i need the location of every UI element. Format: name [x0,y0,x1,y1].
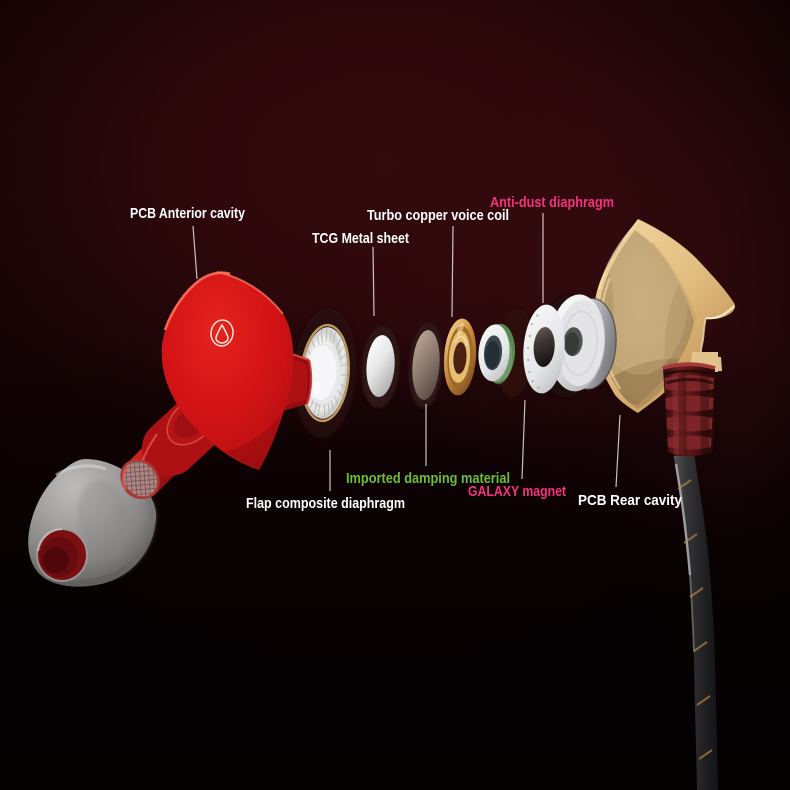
svg-text:Imported damping material: Imported damping material [346,470,510,487]
svg-text:Flap composite diaphragm: Flap composite diaphragm [246,495,405,512]
svg-text:Anti-dust diaphragm: Anti-dust diaphragm [490,194,614,211]
svg-text:GALAXY magnet: GALAXY magnet [468,483,566,500]
svg-text:PCB Anterior cavity: PCB Anterior cavity [130,205,246,222]
svg-text:PCB Rear cavity: PCB Rear cavity [578,492,683,509]
svg-text:Turbo copper voice coil: Turbo copper voice coil [367,207,509,224]
svg-text:TCG Metal sheet: TCG Metal sheet [312,230,409,247]
